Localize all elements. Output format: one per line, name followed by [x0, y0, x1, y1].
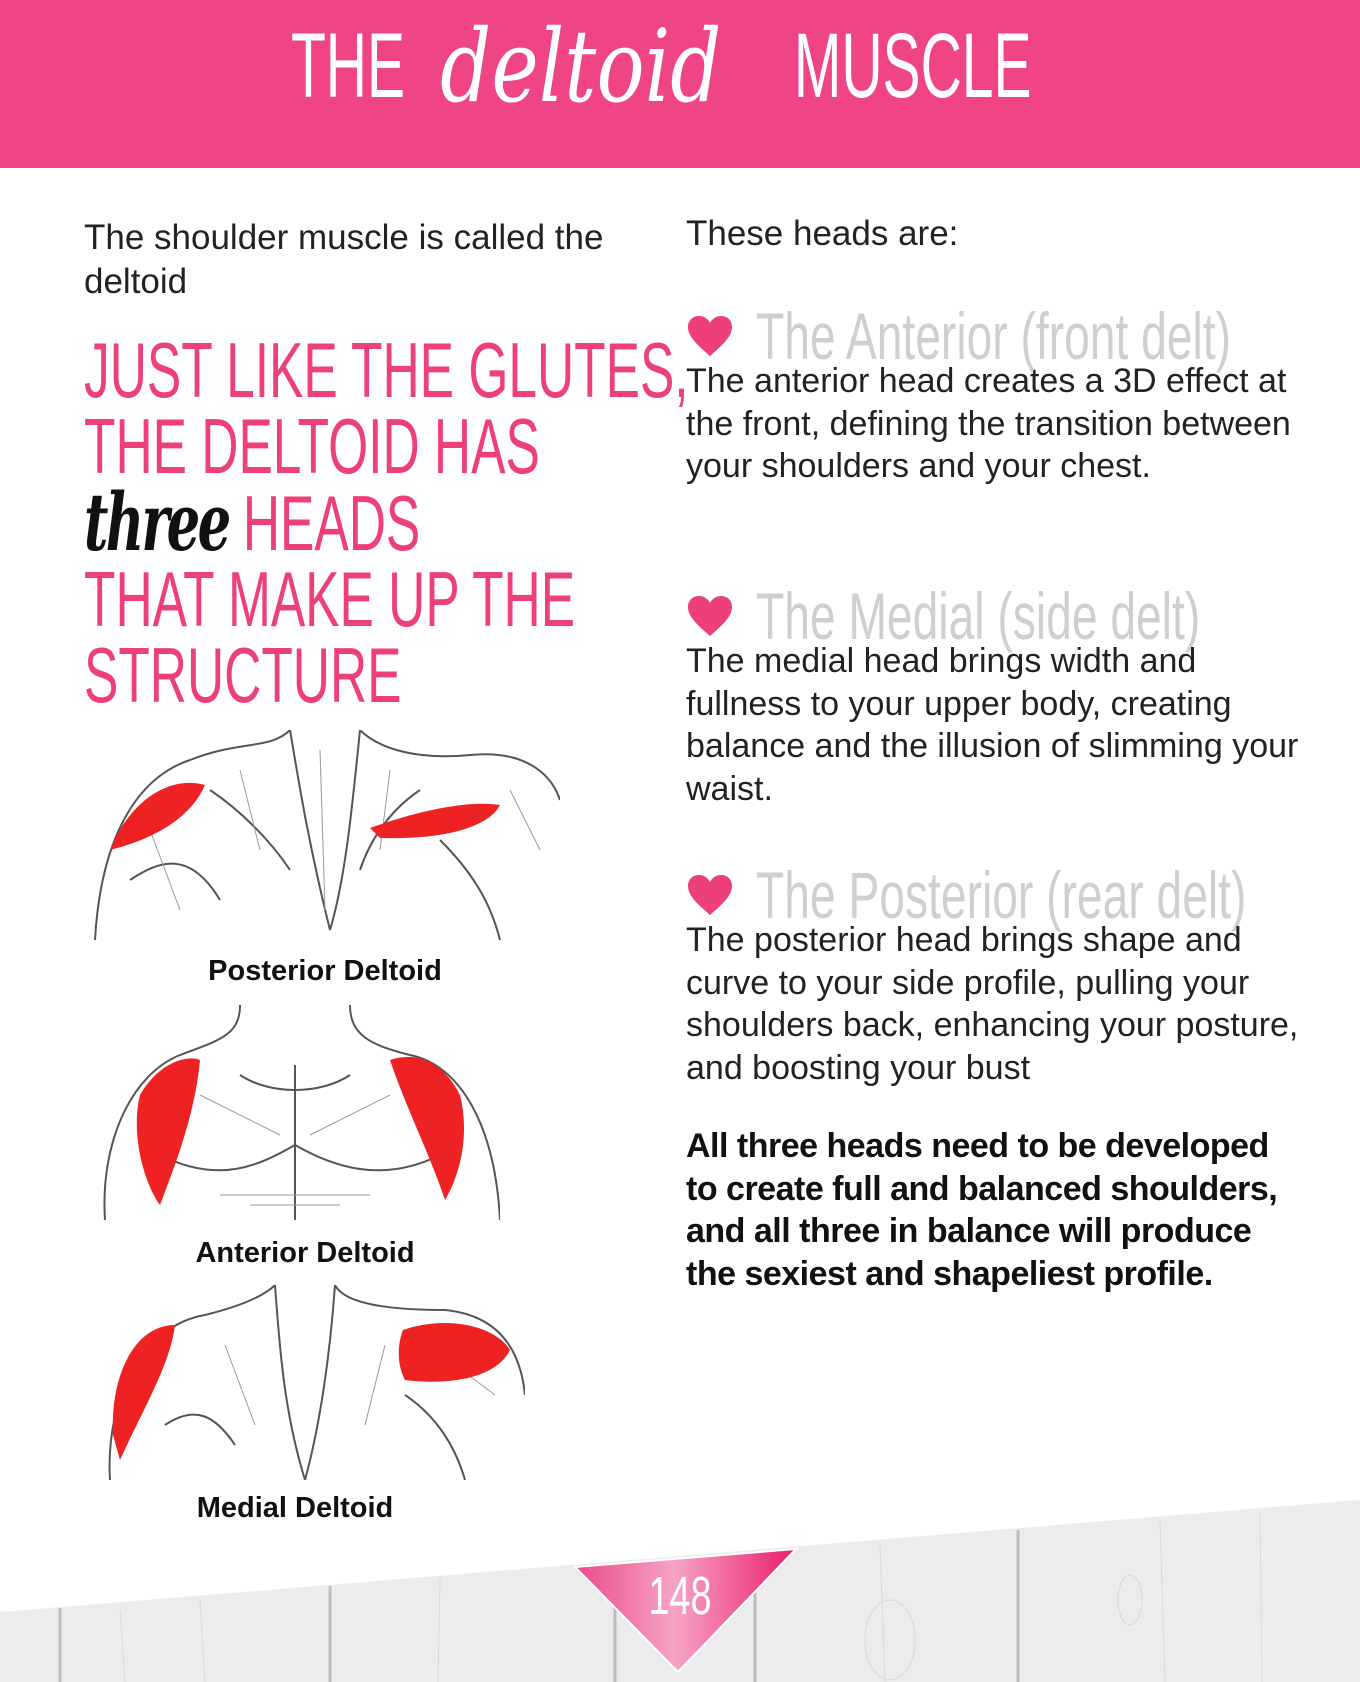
- headline-line: STRUCTURE: [84, 631, 402, 719]
- head-title: The Posterior (rear delt): [756, 858, 1247, 932]
- medial-heading: The Medial (side delt): [686, 578, 1360, 654]
- headline-line: HEADS: [242, 479, 421, 567]
- figure-caption: Anterior Deltoid: [195, 1237, 415, 1269]
- anterior-description: The anterior head creates a 3D effect at…: [686, 362, 1291, 485]
- figure-caption: Posterior Deltoid: [208, 955, 442, 987]
- page-title: THE deltoid MUSCLE: [0, 8, 1360, 125]
- figure-caption: Medial Deltoid: [196, 1492, 394, 1524]
- head-title: The Medial (side delt): [756, 579, 1201, 653]
- title-prefix: THE: [291, 15, 406, 117]
- headline-script-word: three: [84, 475, 231, 569]
- anterior-heading: The Anterior (front delt): [686, 298, 1360, 374]
- heads-lead: These heads are:: [686, 214, 959, 253]
- heart-icon: [688, 316, 732, 356]
- posterior-heading: The Posterior (rear delt): [686, 857, 1360, 933]
- heart-icon: [688, 875, 732, 915]
- anterior-deltoid-illustration: [103, 1005, 500, 1220]
- head-title: The Anterior (front delt): [756, 299, 1232, 373]
- headline-line: THE DELTOID HAS: [84, 402, 540, 490]
- page-number: 148: [648, 1566, 712, 1626]
- posterior-description: The posterior head brings shape and curv…: [686, 921, 1299, 1087]
- medial-deltoid-illustration: [108, 1285, 525, 1480]
- headline: JUST LIKE THE GLUTES, THE DELTOID HAS th…: [84, 326, 689, 719]
- headline-line: JUST LIKE THE GLUTES,: [84, 326, 689, 414]
- headline-line: THAT MAKE UP THE: [84, 555, 576, 643]
- intro-text: The shoulder muscle is called the deltoi…: [84, 218, 604, 301]
- heart-icon: [688, 596, 732, 636]
- medial-description: The medial head brings width and fullnes…: [686, 642, 1299, 808]
- header-banner: THE deltoid MUSCLE: [0, 0, 1360, 168]
- title-suffix: MUSCLE: [793, 15, 1032, 117]
- summary-text: All three heads need to be developed to …: [686, 1127, 1278, 1293]
- title-script: deltoid: [439, 8, 721, 125]
- posterior-deltoid-illustration: [94, 730, 560, 941]
